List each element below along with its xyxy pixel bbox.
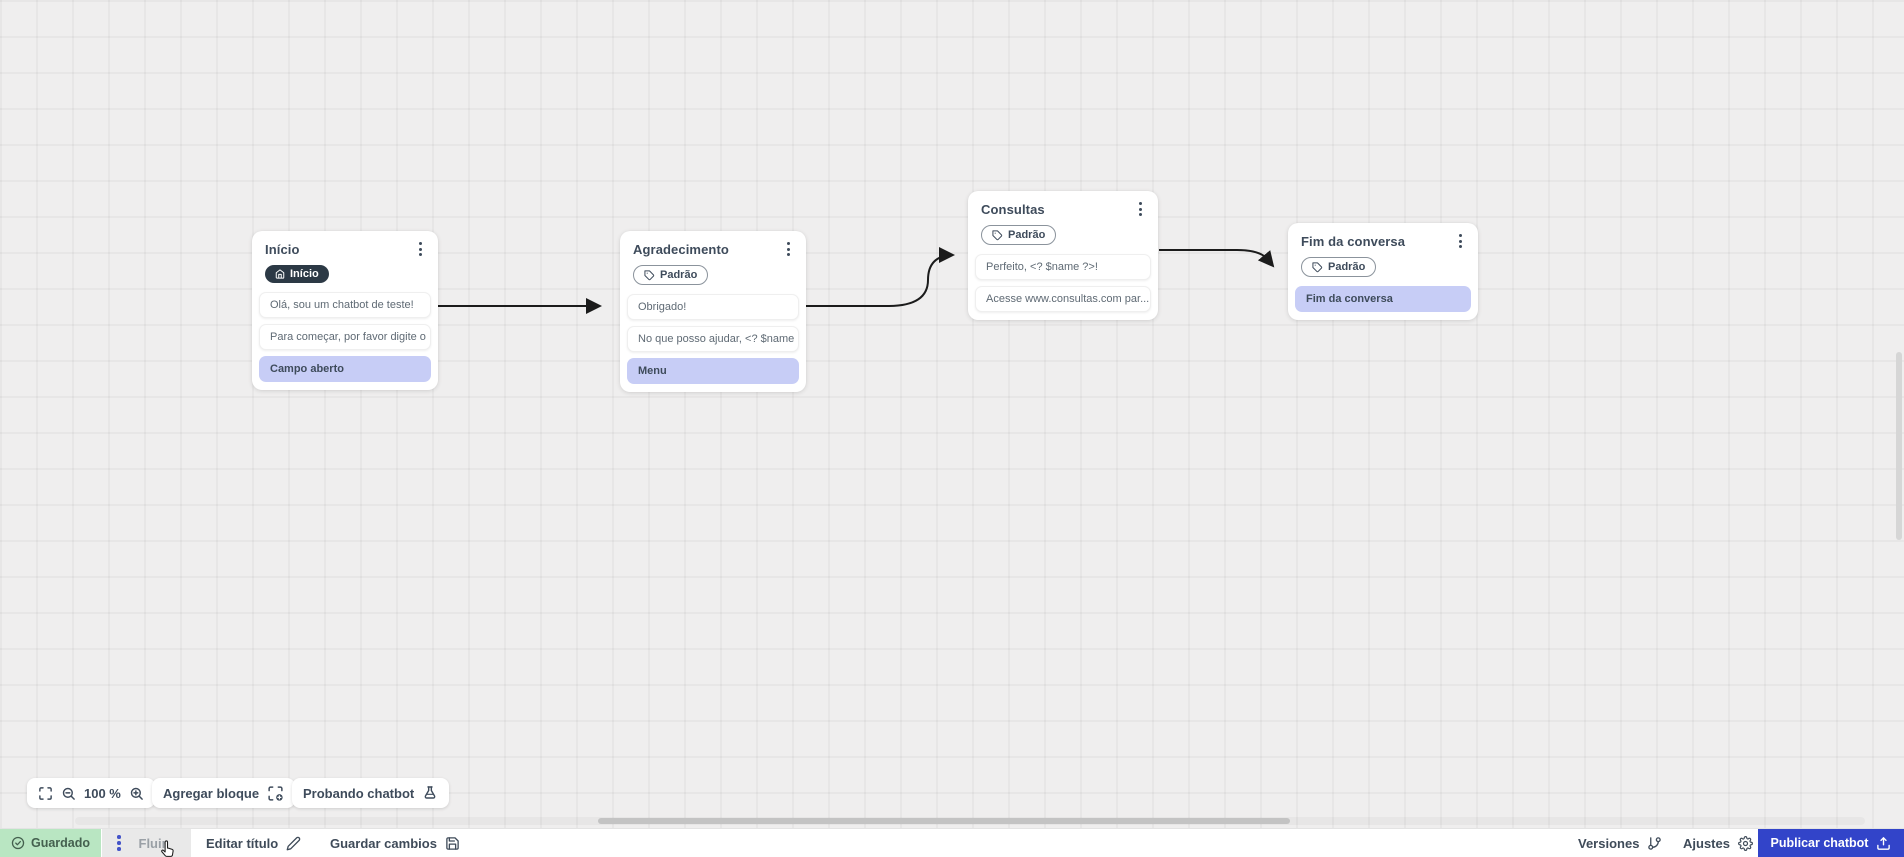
- flow-node-fim-da-conversa[interactable]: Fim da conversa Padrão Fim da conversa: [1288, 223, 1478, 320]
- zoom-controls: 100 %: [27, 778, 155, 808]
- publish-chatbot-button[interactable]: Publicar chatbot: [1758, 829, 1904, 857]
- test-chatbot-button[interactable]: Probando chatbot: [292, 778, 450, 808]
- add-block-button[interactable]: Agregar bloque: [152, 778, 296, 808]
- fullscreen-icon[interactable]: [38, 786, 53, 801]
- message-bubble[interactable]: Acesse www.consultas.com par...: [975, 285, 1151, 312]
- gear-icon: [1738, 835, 1753, 851]
- git-branch-icon: [1648, 836, 1662, 850]
- tab-fluir-label: Fluir: [138, 835, 167, 851]
- node-menu-icon[interactable]: [1136, 200, 1145, 218]
- message-bubble[interactable]: Perfeito, <? $name ?>!: [975, 253, 1151, 280]
- tab-menu-icon[interactable]: [114, 833, 124, 853]
- badge-label: Padrão: [1008, 229, 1046, 241]
- save-changes-button[interactable]: Guardar cambios: [330, 829, 460, 857]
- settings-label: Ajustes: [1683, 835, 1730, 851]
- node-type-badge: Início: [265, 265, 329, 283]
- tag-icon: [1312, 261, 1323, 272]
- zoom-out-icon[interactable]: [61, 786, 76, 801]
- message-bubble[interactable]: No que posso ajudar, <? $name ...: [627, 325, 799, 352]
- home-icon: [275, 269, 285, 279]
- edit-title-label: Editar título: [206, 835, 279, 851]
- action-bubble[interactable]: Menu: [627, 357, 799, 384]
- test-chatbot-label: Probando chatbot: [303, 785, 415, 801]
- badge-label: Padrão: [660, 269, 698, 281]
- add-block-icon: [268, 785, 283, 801]
- flow-node-consultas[interactable]: Consultas Padrão Perfeito, <? $name ?>! …: [968, 191, 1158, 320]
- settings-button[interactable]: Ajustes: [1683, 829, 1753, 857]
- node-title: Fim da conversa: [1301, 233, 1406, 249]
- badge-label: Início: [290, 268, 319, 280]
- node-header: Consultas: [968, 200, 1158, 218]
- versions-label: Versiones: [1578, 835, 1640, 851]
- versions-button[interactable]: Versiones: [1578, 829, 1662, 857]
- bottom-bar: Guardado Fluir Editar título Guardar cam…: [0, 828, 1904, 857]
- flask-icon: [424, 786, 436, 799]
- tag-icon: [644, 269, 655, 280]
- node-header: Fim da conversa: [1288, 232, 1478, 250]
- node-type-badge: Padrão: [633, 265, 709, 285]
- add-block-label: Agregar bloque: [163, 785, 260, 801]
- node-type-badge: Padrão: [981, 225, 1057, 245]
- horizontal-scrollbar-thumb[interactable]: [598, 818, 1290, 824]
- action-bubble[interactable]: Campo aberto: [259, 356, 431, 382]
- vertical-scrollbar-thumb[interactable]: [1896, 352, 1902, 540]
- flow-canvas[interactable]: Início Início Olá, sou um chatbot de tes…: [0, 0, 1904, 828]
- zoom-level: 100 %: [84, 785, 121, 801]
- node-header: Início: [252, 240, 438, 258]
- flow-node-inicio[interactable]: Início Início Olá, sou um chatbot de tes…: [252, 231, 438, 390]
- pencil-icon: [286, 836, 301, 850]
- node-menu-icon[interactable]: [416, 240, 425, 258]
- tag-icon: [992, 229, 1003, 240]
- node-menu-icon[interactable]: [1456, 232, 1465, 250]
- action-bubble[interactable]: Fim da conversa: [1295, 285, 1471, 312]
- save-changes-label: Guardar cambios: [330, 835, 437, 851]
- message-bubble[interactable]: Obrigado!: [627, 293, 799, 320]
- save-icon: [446, 836, 459, 850]
- upload-icon: [1877, 836, 1891, 850]
- flow-node-agradecimento[interactable]: Agradecimento Padrão Obrigado! No que po…: [620, 231, 806, 392]
- zoom-in-icon[interactable]: [129, 786, 144, 801]
- node-title: Agradecimento: [633, 241, 729, 257]
- node-menu-icon[interactable]: [784, 240, 793, 258]
- message-bubble[interactable]: Para começar, por favor digite o ...: [259, 324, 431, 350]
- message-bubble[interactable]: Olá, sou um chatbot de teste!: [259, 292, 431, 318]
- node-title: Início: [265, 241, 300, 257]
- tab-fluir[interactable]: Fluir: [102, 829, 191, 857]
- flow-connections: [438, 247, 1275, 314]
- node-header: Agradecimento: [620, 240, 806, 258]
- node-title: Consultas: [981, 201, 1045, 217]
- publish-chatbot-label: Publicar chatbot: [1770, 836, 1869, 850]
- node-type-badge: Padrão: [1301, 257, 1377, 277]
- badge-label: Padrão: [1328, 261, 1366, 273]
- saved-status-badge: Guardado: [0, 829, 101, 857]
- edge-agradecimento-consultas: [806, 247, 955, 307]
- saved-status-label: Guardado: [30, 836, 91, 850]
- edge-consultas-fim: [1159, 249, 1275, 268]
- check-circle-icon: [11, 836, 25, 850]
- edit-title-button[interactable]: Editar título: [206, 829, 301, 857]
